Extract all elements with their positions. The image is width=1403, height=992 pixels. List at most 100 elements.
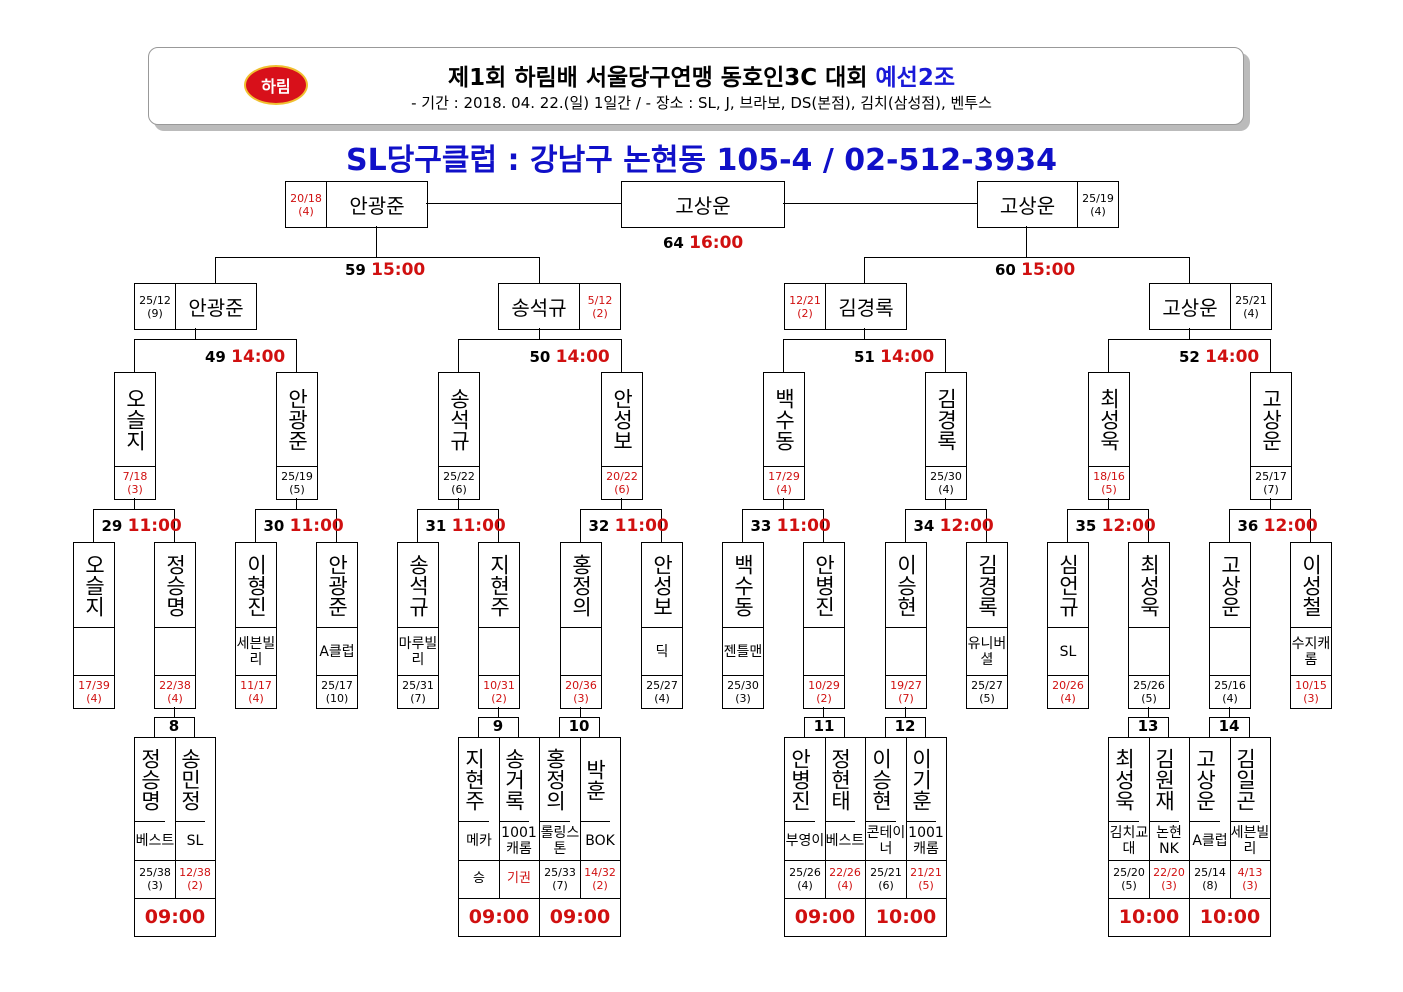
score-cell: 기권: [499, 861, 539, 896]
innings-text: (5): [1101, 483, 1117, 496]
player-name: 안광준: [285, 388, 309, 451]
bracket-line: [599, 717, 600, 737]
innings-text: (4): [837, 878, 853, 892]
score-text: 22/20: [1153, 865, 1185, 879]
bracket-line: [296, 498, 297, 510]
match-time: 10:00: [1109, 898, 1189, 934]
score-cell: 20/22(6): [602, 466, 642, 499]
score-text: 25/26: [789, 865, 821, 879]
score-cell: 25/22(6): [439, 466, 479, 499]
score-cell: 25/21(6): [866, 861, 906, 896]
score-cell: 25/38(3): [135, 861, 175, 896]
bracket-line: [823, 509, 824, 542]
innings-text: (6): [451, 483, 467, 496]
score-cell: 17/29(4): [764, 466, 804, 499]
bracket-line: [783, 339, 784, 372]
column-divider: [499, 738, 500, 898]
bracket-line: [1067, 509, 1148, 510]
match-number: 29: [101, 517, 128, 535]
bracket-line: [195, 328, 196, 340]
match-time: 09:00: [785, 898, 865, 934]
score-text: 18/16: [1093, 470, 1125, 483]
innings-text: (2): [491, 692, 507, 705]
club-cell: 세븐빌리: [1230, 822, 1270, 861]
score-cell: 25/12(9): [135, 284, 176, 329]
score-text: 17/29: [768, 470, 800, 483]
match-label: 32 11:00: [589, 516, 669, 536]
bracket-line: [559, 717, 560, 737]
score-text: 25/38: [139, 865, 171, 879]
player-name: 지현주: [459, 738, 489, 822]
bracket-line: [804, 717, 805, 737]
score-cell: 25/30(4): [926, 466, 966, 499]
innings-text: (5): [979, 692, 995, 705]
innings-text: (4): [86, 692, 102, 705]
innings-text: (6): [614, 483, 630, 496]
player-name: 안병진: [785, 738, 815, 822]
bracket-line: [498, 509, 499, 542]
match-number: 34: [913, 517, 940, 535]
bracket-line: [580, 509, 581, 542]
score-text: 25/20: [1113, 865, 1145, 879]
match-time: 09:00: [540, 898, 620, 934]
bracket-line: [559, 717, 599, 718]
score-cell: 25/21(4): [1230, 284, 1271, 329]
club-cell: 마루빌리: [398, 627, 438, 675]
match-time: 09:00: [459, 898, 539, 934]
player-name: 송민정: [175, 738, 205, 822]
player-name: 오슬지: [123, 388, 147, 451]
score-text: 11/17: [240, 679, 272, 692]
club-cell: 젠틀맨: [723, 627, 763, 675]
score-cell: 18/16(5): [1089, 466, 1129, 499]
match-time: 11:00: [127, 516, 182, 536]
score-text: 19/27: [890, 679, 922, 692]
player-box: 12/21(2)김경록: [784, 283, 907, 330]
bracket-line: [864, 328, 865, 340]
score-text: 10/31: [483, 679, 515, 692]
player-name: 안성보: [650, 553, 674, 617]
bracket-line: [426, 203, 621, 204]
player-name: 최성욱: [1137, 553, 1161, 617]
bracket-line: [844, 717, 845, 737]
club-cell: 롤링스톤: [540, 822, 580, 861]
match-number: 36: [1237, 517, 1264, 535]
innings-text: (4): [1060, 692, 1076, 705]
match-label: 59 15:00: [345, 260, 425, 280]
bracket-line: [134, 339, 135, 372]
player-name: 송거록: [499, 738, 529, 822]
score-cell: 25/33(7): [540, 861, 580, 896]
score-cell: 5/12(2): [579, 284, 620, 329]
page-subtitle: - 기간 : 2018. 04. 22.(일) 1일간 / - 장소 : SL,…: [411, 94, 992, 112]
column-divider: [175, 738, 176, 898]
bracket-line: [539, 328, 540, 340]
player-name: 정현태: [825, 738, 855, 822]
club-cell: 콘테이너: [866, 822, 906, 861]
player-box: 25/12(9)안광준: [134, 283, 257, 330]
bracket-line: [885, 717, 925, 718]
player-name: 안광준: [349, 194, 405, 218]
innings-text: (3): [147, 878, 163, 892]
column-divider: [1149, 738, 1150, 898]
match-label: 29 11:00: [102, 516, 182, 536]
match-time: 10:00: [866, 898, 946, 934]
bracket-line: [417, 509, 498, 510]
club-cell: 베스트: [825, 822, 865, 861]
